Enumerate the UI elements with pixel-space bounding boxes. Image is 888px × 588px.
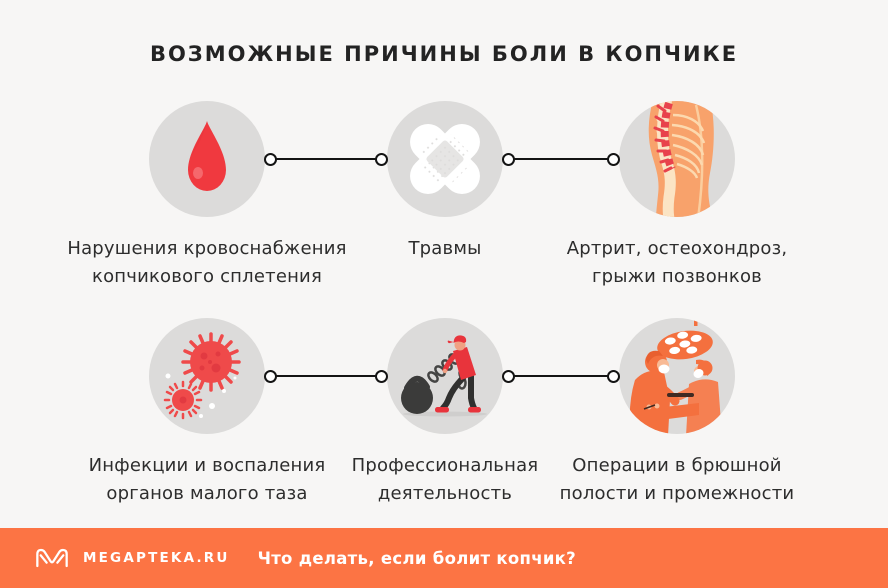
footer-bar: MEGAPTEKA.RU Что делать, если болит копч…: [0, 528, 888, 588]
cause-label: Операции в брюшной полости и промежности: [559, 455, 795, 504]
connector-ring-icon: [502, 369, 515, 383]
connector-line: [264, 369, 388, 383]
connector-ring-icon: [607, 152, 620, 166]
cause-item-blood-supply: Нарушения кровоснабжения копчикового спл…: [57, 101, 357, 291]
page-title: ВОЗМОЖНЫЕ ПРИЧИНЫ БОЛИ В КОПЧИКЕ: [149, 42, 739, 66]
connector-line: [502, 369, 620, 383]
connector-line: [502, 152, 620, 166]
cause-item-infections: Инфекции и воспаления органов малого таз…: [57, 318, 357, 508]
connector-ring-icon: [264, 152, 277, 166]
cause-item-injuries: Травмы: [295, 101, 595, 263]
cause-item-arthritis: Артрит, остеохондроз, грыжи позвонков: [527, 101, 827, 291]
cause-label: Артрит, остеохондроз, грыжи позвонков: [566, 238, 788, 287]
cause-label: Профессиональная деятельность: [351, 455, 539, 504]
megapteka-m-icon: [36, 548, 68, 568]
icon-circle: [619, 101, 735, 217]
connector-ring-icon: [607, 369, 620, 383]
icon-circle: [619, 318, 735, 434]
crossed-bandages-icon: [410, 124, 480, 194]
cause-label: Травмы: [408, 238, 482, 259]
surgery-icon: [621, 318, 722, 434]
cause-item-surgery: Операции в брюшной полости и промежности: [527, 318, 827, 508]
footer-question: Что делать, если болит копчик?: [257, 548, 577, 568]
icon-circle: [387, 101, 503, 217]
blood-drop-icon: [188, 121, 226, 191]
brand-name: MEGAPTEKA.RU: [83, 550, 230, 566]
cause-label: Инфекции и воспаления органов малого таз…: [88, 455, 326, 504]
icon-circle: [149, 318, 265, 434]
cause-label: Нарушения кровоснабжения копчикового спл…: [67, 238, 347, 287]
virus-infection-icon: [163, 332, 241, 420]
kettlebell-worker-icon: [401, 335, 487, 417]
connector-line: [264, 152, 388, 166]
connector-ring-icon: [375, 152, 388, 166]
icon-circle: [387, 318, 503, 434]
connector-ring-icon: [502, 152, 515, 166]
connector-ring-icon: [264, 369, 277, 383]
icon-circle: [149, 101, 265, 217]
connector-ring-icon: [375, 369, 388, 383]
cause-item-occupational: Профессиональная деятельность: [295, 318, 595, 508]
spine-arthritis-icon: [648, 101, 714, 217]
